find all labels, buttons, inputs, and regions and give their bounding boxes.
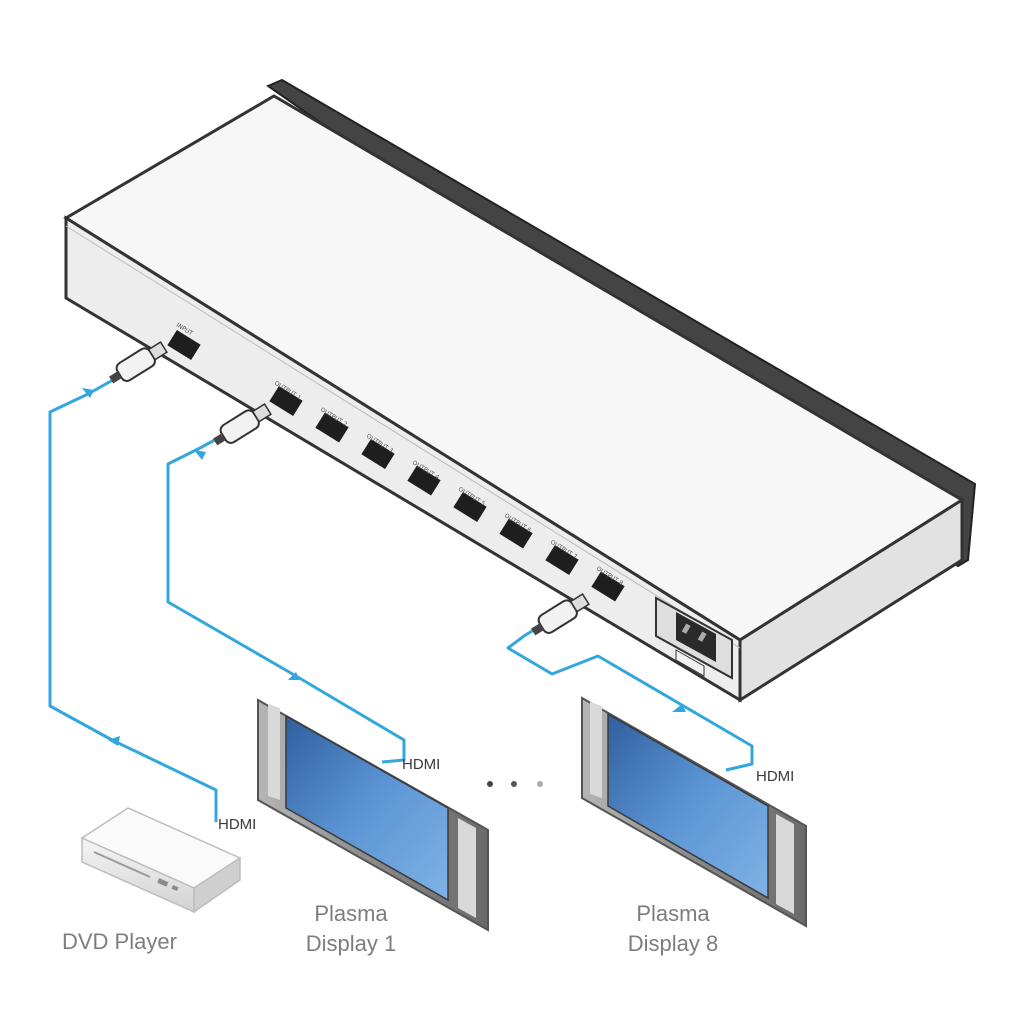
plasma-display-8-image	[581, 696, 807, 928]
ellipsis-dots	[487, 781, 543, 787]
hdmi-plug-output1	[213, 403, 272, 446]
output-port-1	[269, 385, 303, 417]
arrow-display8-lower	[672, 704, 686, 712]
caption-display8-line2: Display 8	[627, 931, 719, 956]
cable-output1-to-display1	[166, 434, 406, 764]
output-port-4	[407, 465, 441, 496]
caption-display8-line1: Plasma	[636, 901, 710, 926]
cable-dvd-to-input	[48, 374, 218, 822]
hdmi-label-display8: HDMI	[756, 768, 795, 785]
arrow-dvd-lower	[108, 736, 120, 746]
output-port-7	[545, 544, 579, 576]
output-port-3	[361, 438, 395, 470]
plasma-display-1-image	[257, 698, 489, 932]
hdmi-plug-output8	[531, 593, 590, 636]
arrow-dvd	[82, 388, 94, 398]
output-port-8	[591, 571, 625, 602]
output-port-2	[315, 412, 349, 443]
cable-output8-to-display8	[506, 624, 754, 772]
output-port-5	[453, 491, 487, 523]
arrow-display1-lower	[288, 672, 300, 680]
hdmi-cables	[48, 374, 754, 822]
power-inlet	[655, 596, 733, 680]
caption-display1-line2: Display 1	[305, 931, 397, 956]
output-port-6	[499, 518, 533, 549]
caption-dvd-player: DVD Player	[62, 929, 177, 954]
device-side-face	[738, 497, 964, 703]
hdmi-label-display1: HDMI	[402, 756, 441, 773]
hdmi-plug-input	[109, 341, 168, 384]
caption-display1-line1: Plasma	[314, 901, 388, 926]
arrow-display1-upper	[194, 450, 206, 460]
dvd-player-image	[80, 807, 242, 914]
hdmi-label-dvd: HDMI	[218, 816, 257, 833]
